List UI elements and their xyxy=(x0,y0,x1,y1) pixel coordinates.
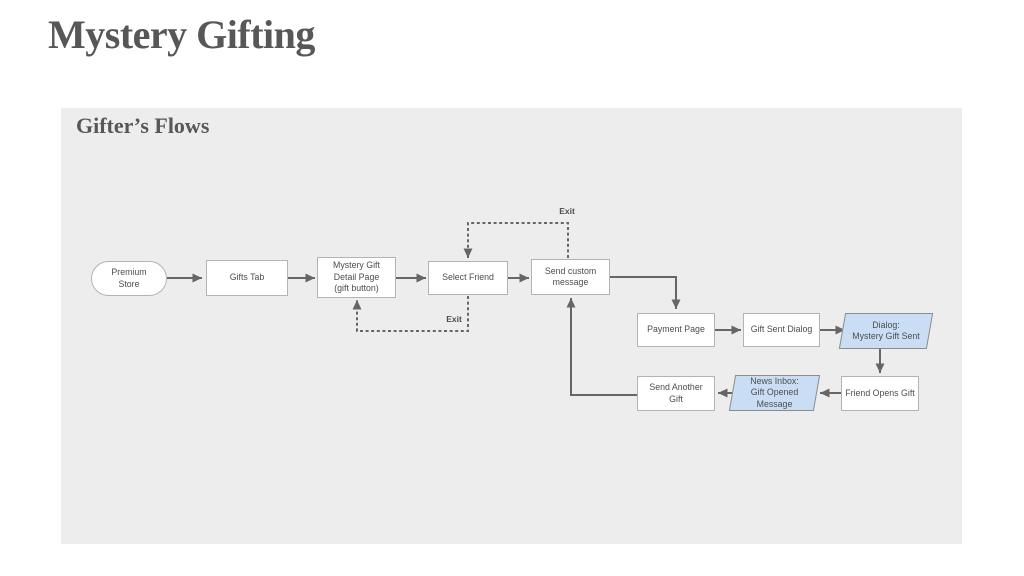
node-gifts-tab: Gifts Tab xyxy=(206,260,288,296)
node-friend-opens-gift: Friend Opens Gift xyxy=(841,376,919,411)
node-label: Payment Page xyxy=(647,324,705,335)
page-title: Mystery Gifting xyxy=(48,12,315,57)
node-send-custom-message: Send custom message xyxy=(531,259,610,295)
node-label: Gifts Tab xyxy=(229,272,265,283)
node-select-friend: Select Friend xyxy=(428,261,508,295)
node-label: Friend Opens Gift xyxy=(845,387,915,398)
node-send-another-gift: Send Another Gift xyxy=(637,376,715,411)
node-dialog-mystery-gift-sent: Dialog: Mystery Gift Sent xyxy=(838,313,934,349)
node-label: Mystery Gift Detail Page (gift button) xyxy=(333,260,380,294)
exit-label-bottom: Exit xyxy=(446,314,462,324)
exit-label-top: Exit xyxy=(559,206,575,216)
node-premium-store: Premium Store xyxy=(91,261,167,296)
node-label: Dialog: Mystery Gift Sent xyxy=(852,319,920,342)
node-label: Send custom message xyxy=(544,265,597,288)
node-payment-page: Payment Page xyxy=(637,313,715,347)
node-label: News Inbox: Gift Opened Message xyxy=(750,375,799,409)
node-label: Send Another Gift xyxy=(649,382,703,404)
node-label: Gift Sent Dialog xyxy=(750,324,813,335)
flow-panel: Gifter’s Flows xyxy=(61,108,962,544)
node-label: Select Friend xyxy=(442,272,494,283)
node-gift-sent-dialog: Gift Sent Dialog xyxy=(743,313,820,347)
node-news-inbox-gift-opened-message: News Inbox: Gift Opened Message xyxy=(728,375,821,411)
node-label: Premium Store xyxy=(111,267,147,289)
node-mystery-gift-detail-page: Mystery Gift Detail Page (gift button) xyxy=(317,257,396,298)
panel-heading: Gifter’s Flows xyxy=(76,113,210,138)
